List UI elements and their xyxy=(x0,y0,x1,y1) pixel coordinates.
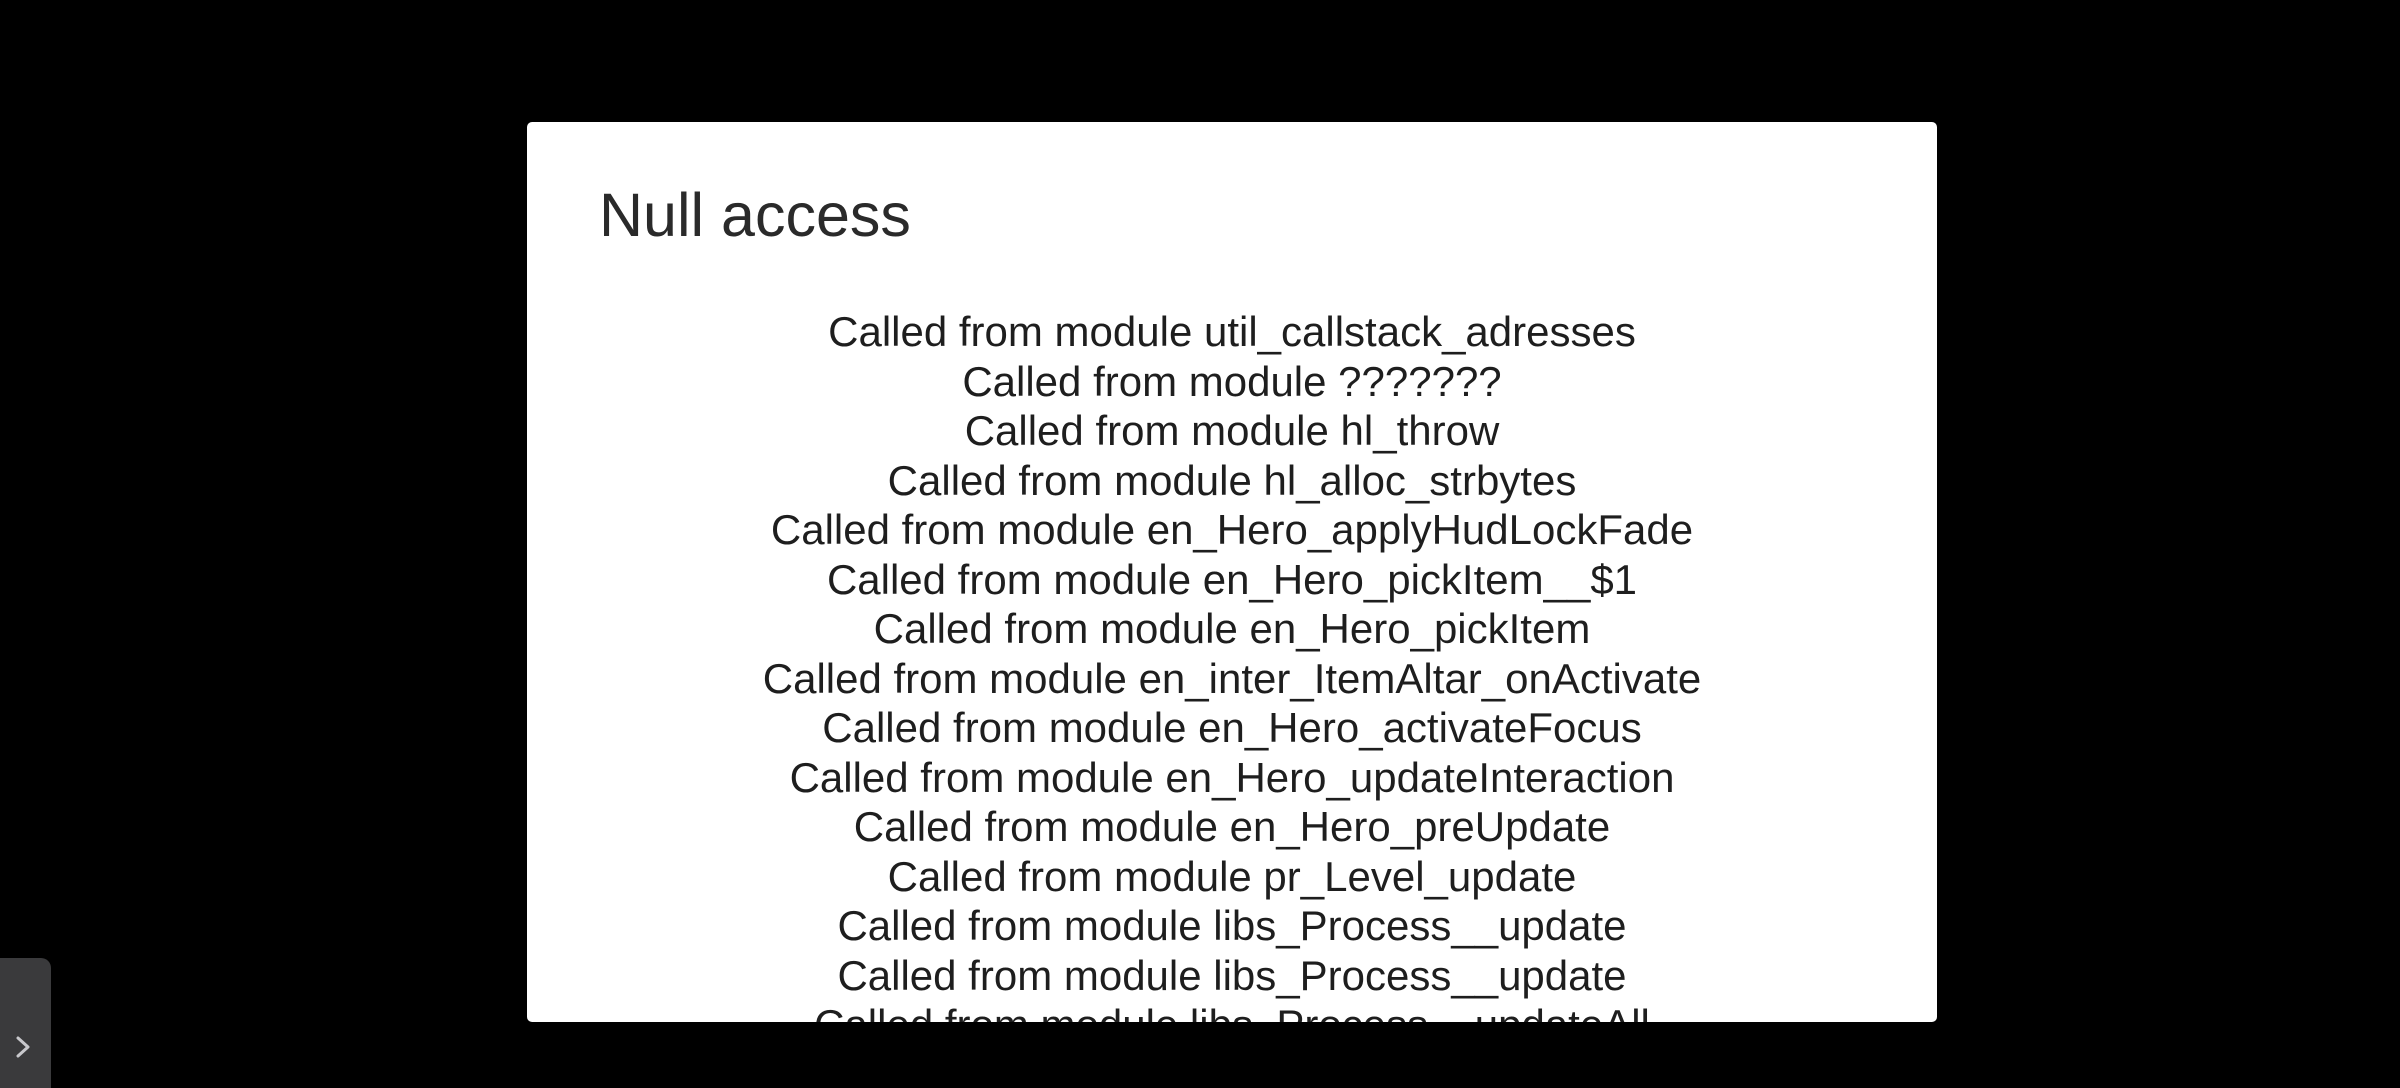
callstack-line: Called from module en_Hero_applyHudLockF… xyxy=(770,506,1694,553)
callstack-line: Called from module hl_alloc_strbytes xyxy=(887,456,1577,504)
callstack-line: Called from module ??????? xyxy=(962,357,1502,405)
error-dialog: Null access Called from module util_call… xyxy=(527,122,1937,1022)
chevron-right-icon xyxy=(16,1036,30,1058)
callstack-line: Called from module util_callstack_adress… xyxy=(828,308,1636,355)
side-drawer-tab[interactable] xyxy=(0,958,51,1088)
dialog-title: Null access xyxy=(599,181,911,249)
callstack-line: Called from module en_Hero_activateFocus xyxy=(822,704,1642,751)
callstack-line: Called from module hl_throw xyxy=(964,407,1500,454)
callstack-line: Called from module en_inter_ItemAltar_on… xyxy=(762,654,1702,702)
callstack-line: Called from module libs_Process__update xyxy=(837,951,1627,999)
callstack-line: Called from module libs_Process__updateA… xyxy=(527,1000,1937,1022)
callstack-line: Called from module en_Hero_preUpdate xyxy=(853,803,1611,850)
callstack-line: Called from module libs_Process__update xyxy=(837,902,1627,949)
callstack-line: Called from module en_Hero_pickItem__$1 xyxy=(826,555,1638,603)
callstack-list: Called from module util_callstack_adress… xyxy=(527,307,1937,1022)
callstack-line: Called from module en_Hero_updateInterac… xyxy=(789,753,1675,801)
callstack-line: Called from module en_Hero_pickItem xyxy=(873,605,1591,652)
callstack-line: Called from module pr_Level_update xyxy=(887,852,1577,900)
